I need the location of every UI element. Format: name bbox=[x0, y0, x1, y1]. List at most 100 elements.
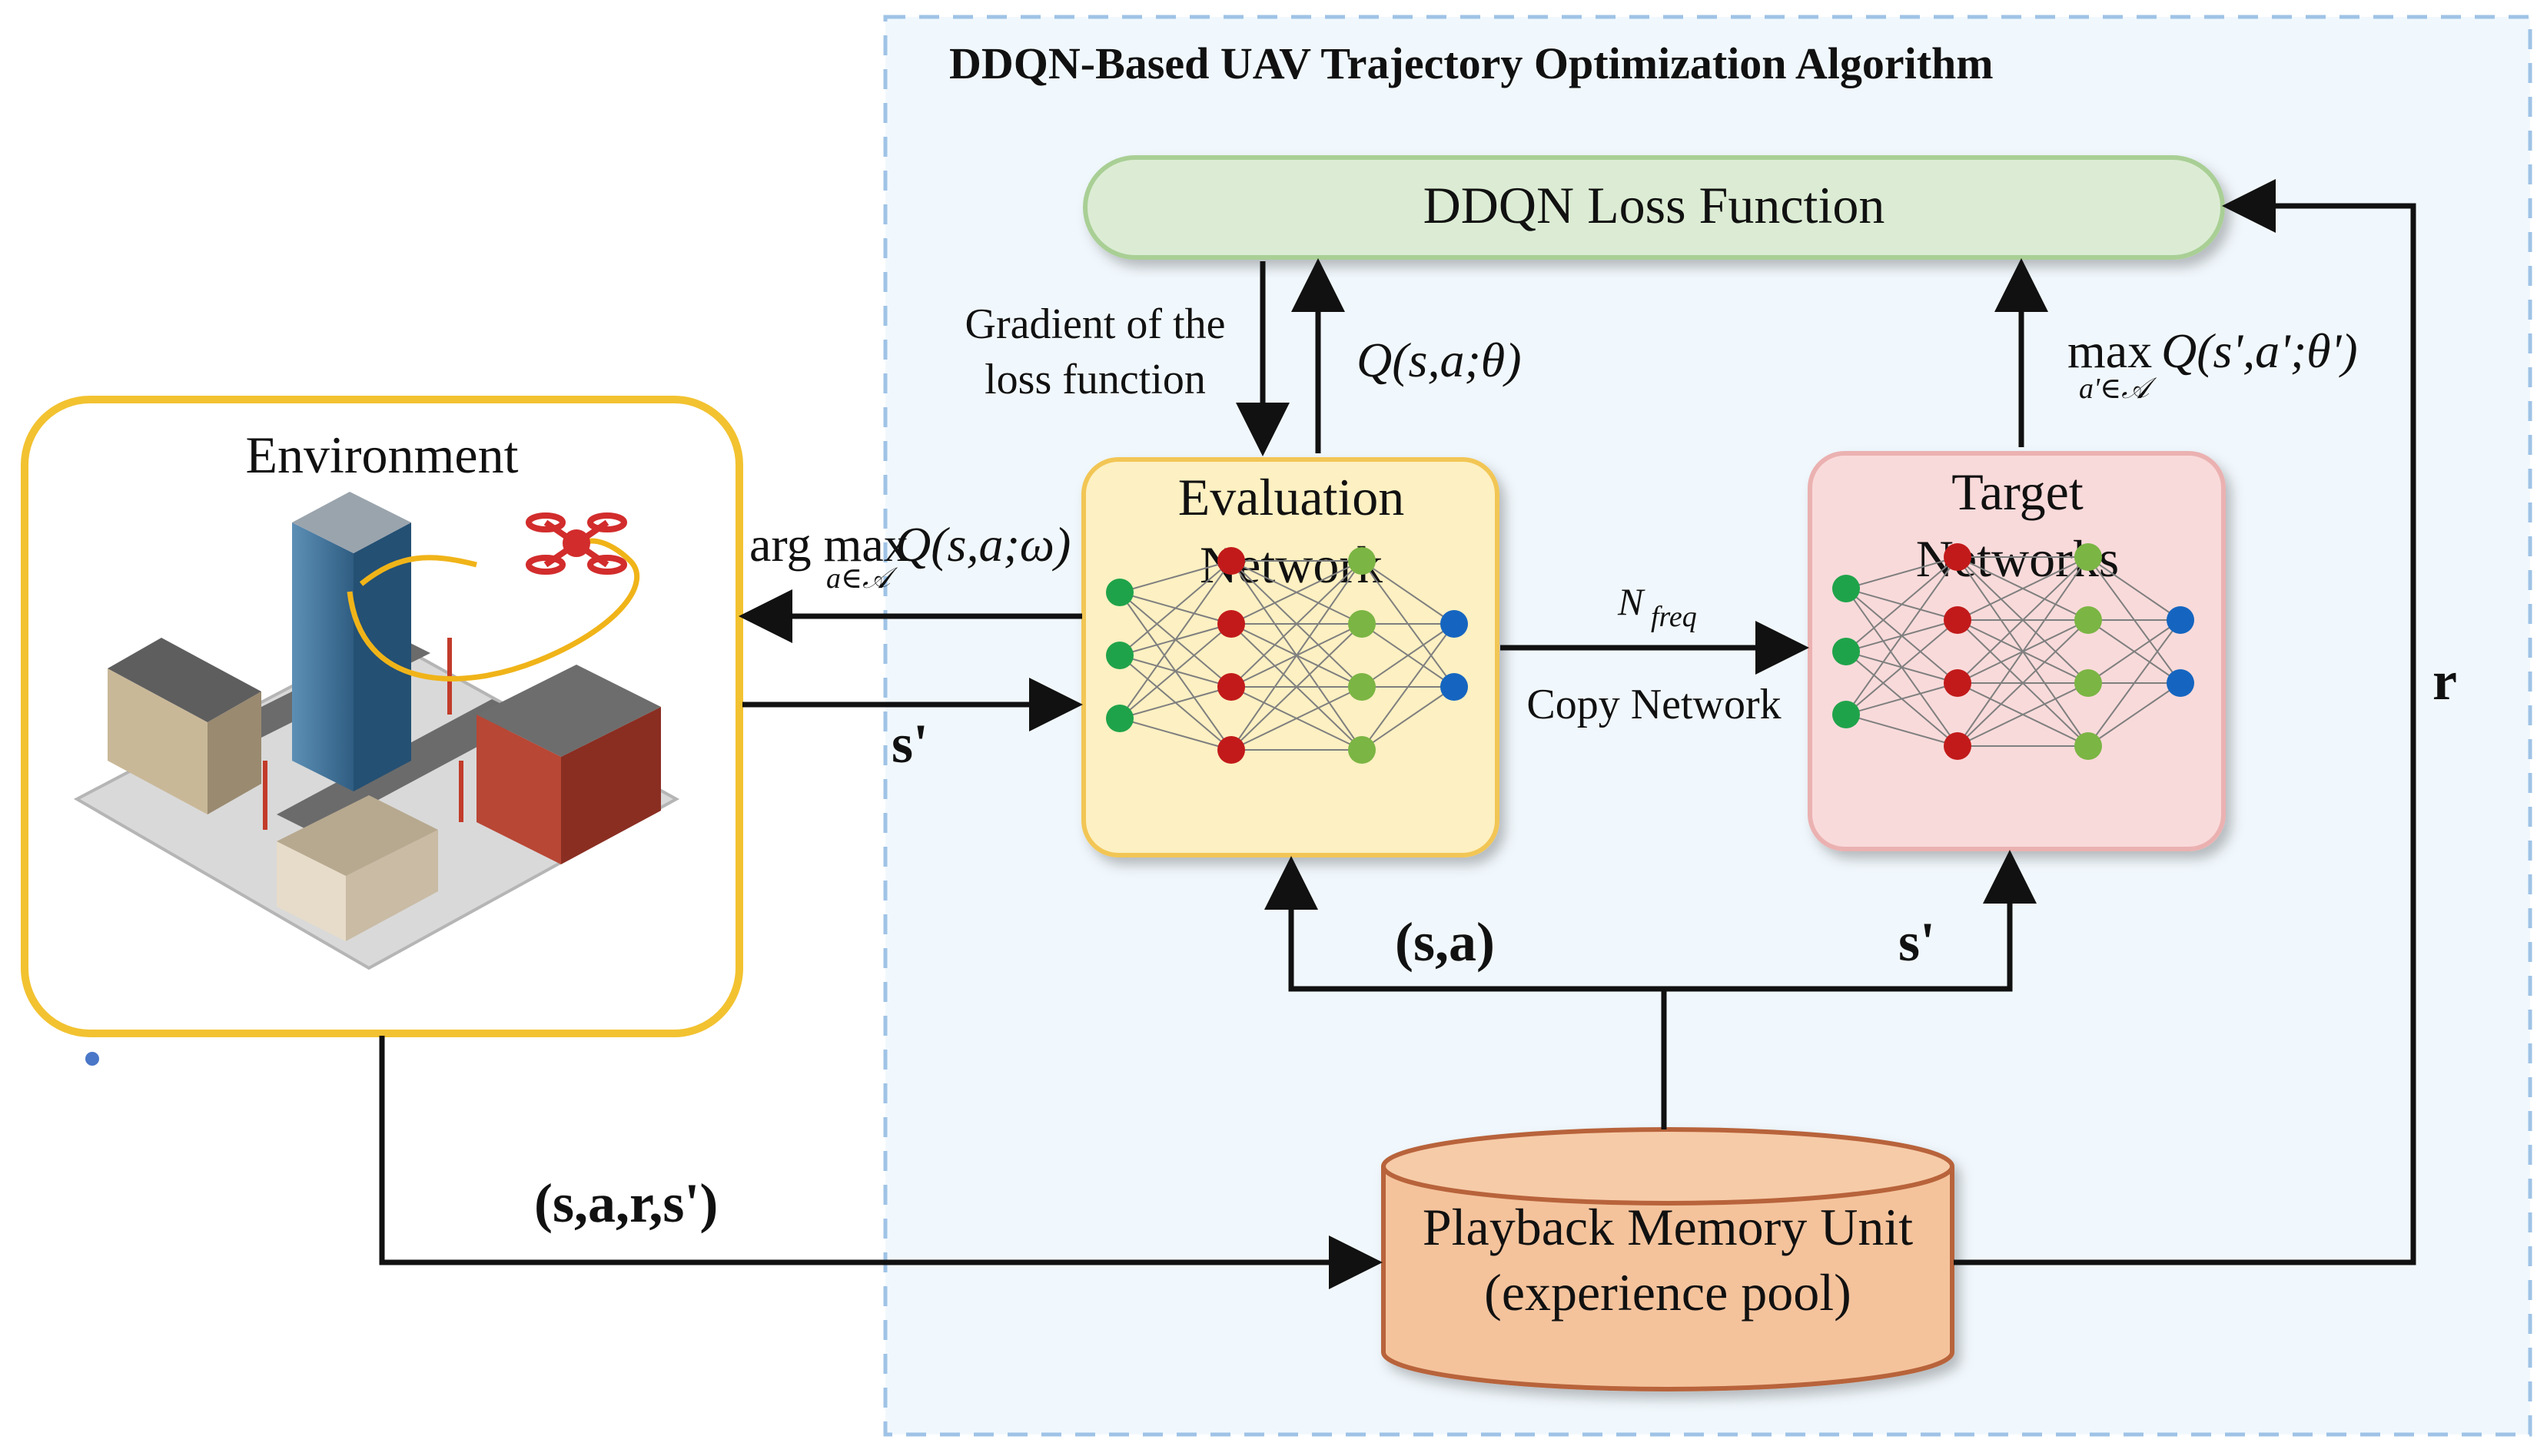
target-net-edge bbox=[1845, 556, 1958, 652]
sa-sample-arrow bbox=[1264, 856, 1664, 992]
eval-net-edge bbox=[1230, 560, 1363, 688]
eval-net-edge bbox=[1119, 560, 1232, 656]
transition-arrow bbox=[379, 1036, 1383, 1289]
eval-net-node bbox=[1348, 736, 1376, 764]
reward-label: r bbox=[2432, 650, 2457, 711]
brick-building-side bbox=[561, 707, 661, 864]
eval-net-node bbox=[1348, 547, 1376, 575]
n-freq-subscript: freq bbox=[1651, 601, 1697, 633]
eval-net-node bbox=[1106, 705, 1134, 732]
q-eval-label: Q(s,a;θ) bbox=[1357, 333, 1522, 387]
eval-net-edge bbox=[1230, 686, 1363, 751]
house-side bbox=[346, 830, 438, 941]
target-net-edge bbox=[1957, 556, 2089, 747]
eval-net-edge bbox=[1361, 560, 1455, 625]
eval-net-edge bbox=[1119, 623, 1232, 719]
target-net-edge bbox=[1845, 556, 1958, 715]
reward-arrow bbox=[1954, 179, 2416, 1265]
drone-icon bbox=[526, 512, 627, 575]
target-net-node bbox=[1944, 606, 1971, 634]
target-net-edge bbox=[1957, 556, 2089, 621]
target-net-node bbox=[1944, 543, 1971, 571]
gradient-label-line1: Gradient of the bbox=[965, 300, 1226, 348]
target-net-node bbox=[2074, 543, 2102, 571]
q-target-subscript: a'∈𝒜 bbox=[2079, 373, 2157, 405]
s-prime-env-label: s' bbox=[892, 713, 928, 774]
evaluation-network-title-line1: Evaluation bbox=[1178, 468, 1405, 526]
argmax-subscript: a∈𝒜 bbox=[826, 562, 898, 595]
target-net-edge bbox=[1845, 714, 1958, 747]
target-net-edge bbox=[1957, 682, 2089, 747]
left-building-front bbox=[108, 668, 208, 814]
target-net-node bbox=[2167, 669, 2194, 697]
q-target-max: max bbox=[2067, 323, 2152, 378]
target-net-node bbox=[2074, 732, 2102, 760]
loss-function-label: DDQN Loss Function bbox=[1423, 176, 1885, 234]
eval-net-edge bbox=[1119, 686, 1232, 719]
eval-net-node bbox=[1106, 642, 1134, 669]
tower-roof bbox=[292, 492, 411, 553]
gradient-label-line2: loss function bbox=[985, 356, 1206, 403]
target-networks-box bbox=[1808, 451, 2226, 851]
target-net-edge bbox=[1845, 556, 1958, 589]
left-building-side bbox=[208, 692, 261, 814]
eval-net-edge bbox=[1230, 560, 1363, 625]
target-neural-net bbox=[1832, 543, 2194, 760]
target-net-node bbox=[2167, 606, 2194, 634]
sprime-sample-arrow bbox=[1664, 850, 2037, 992]
eval-net-node bbox=[1106, 579, 1134, 606]
copy-network-label: Copy Network bbox=[1526, 681, 1781, 728]
playback-memory-cylinder bbox=[1381, 1127, 1954, 1391]
argmax-expression: Q(s,a;ω) bbox=[895, 517, 1071, 572]
house-roof bbox=[277, 795, 438, 876]
target-net-edge bbox=[2087, 619, 2181, 747]
target-networks-title-line1: Target bbox=[1951, 463, 2084, 521]
target-net-node bbox=[1832, 638, 1860, 665]
eval-net-edge bbox=[1119, 560, 1232, 719]
s-prime-memory-label: s' bbox=[1898, 911, 1935, 973]
environment-label: Environment bbox=[245, 426, 518, 484]
memory-label-line1: Playback Memory Unit bbox=[1423, 1198, 1913, 1256]
city-illustration bbox=[73, 492, 680, 970]
target-net-node bbox=[1832, 575, 1860, 602]
target-net-node bbox=[2074, 669, 2102, 697]
target-net-edge bbox=[2087, 682, 2181, 747]
eval-net-edge bbox=[1119, 718, 1232, 751]
evaluation-neural-net bbox=[1106, 547, 1468, 764]
eval-net-edge bbox=[1119, 560, 1232, 593]
left-building-roof bbox=[108, 638, 261, 722]
target-net-node bbox=[1832, 701, 1860, 728]
stray-dot bbox=[85, 1052, 99, 1066]
q-target-expression: Q(s',a';θ') bbox=[2161, 323, 2358, 378]
uav-flight-path bbox=[347, 538, 640, 682]
memory-cylinder-body bbox=[1381, 1166, 1954, 1391]
eval-net-node bbox=[1217, 736, 1245, 764]
sa-label: (s,a) bbox=[1395, 911, 1495, 973]
eval-net-node bbox=[1440, 610, 1468, 638]
sars-label: (s,a,r,s') bbox=[534, 1172, 718, 1234]
city-road-cross bbox=[277, 699, 530, 834]
target-net-edge bbox=[1845, 619, 1958, 715]
target-net-edge bbox=[1957, 556, 2089, 684]
tower-front bbox=[292, 522, 354, 791]
eval-net-node bbox=[1348, 610, 1376, 638]
eval-net-edge bbox=[1361, 623, 1455, 751]
eval-net-edge bbox=[1361, 686, 1455, 751]
memory-label-line2: (experience pool) bbox=[1484, 1263, 1851, 1322]
memory-cylinder-top bbox=[1381, 1127, 1954, 1206]
target-net-edge bbox=[1957, 619, 2089, 747]
evaluation-network-box bbox=[1081, 457, 1499, 857]
eval-net-edge bbox=[1230, 560, 1363, 751]
eval-net-node bbox=[1217, 673, 1245, 701]
target-net-edge bbox=[2087, 619, 2181, 684]
eval-net-edge bbox=[1361, 623, 1455, 688]
house-front bbox=[277, 841, 346, 941]
eval-net-edge bbox=[1230, 623, 1363, 751]
target-net-edge bbox=[1845, 682, 1958, 715]
target-net-edge bbox=[2087, 556, 2181, 621]
target-net-node bbox=[1944, 669, 1971, 697]
eval-net-node bbox=[1217, 610, 1245, 638]
target-net-node bbox=[2074, 606, 2102, 634]
